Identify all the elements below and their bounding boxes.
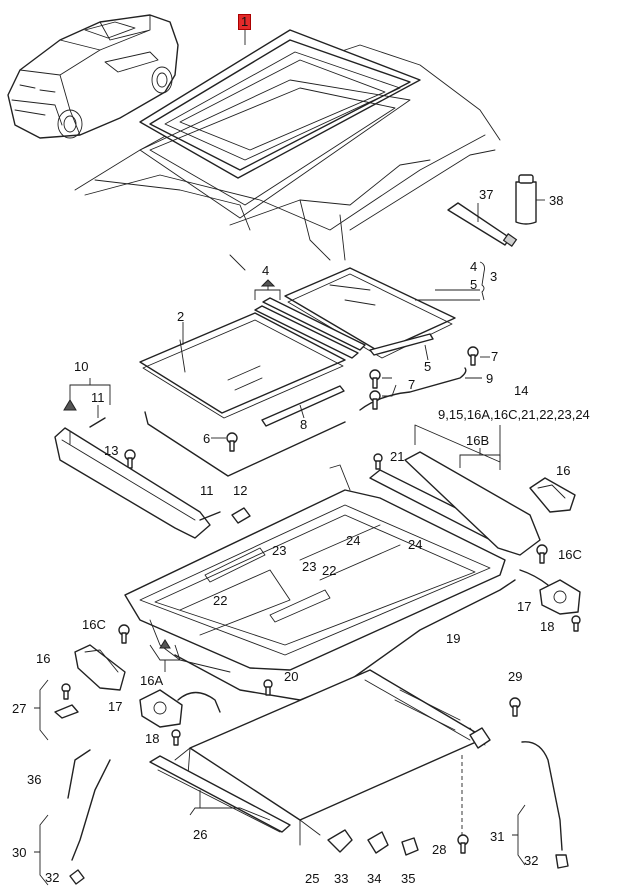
callout-4b: 4 [470, 259, 478, 274]
callout-31: 31 [490, 829, 505, 844]
callout-29: 29 [508, 669, 523, 684]
callout-32a: 32 [45, 870, 60, 885]
callout-21: 21 [390, 449, 405, 464]
callout-17a: 17 [108, 699, 123, 714]
callout-28: 28 [432, 842, 447, 857]
callout-1: 1 [238, 14, 252, 30]
screws [124, 346, 479, 470]
callout-7a: 7 [491, 349, 499, 364]
callout-25: 25 [305, 871, 320, 886]
callout-20: 20 [284, 669, 299, 684]
part-37-grease-tube [447, 202, 518, 247]
callout-14-list: 9,15,16A,16C,21,22,23,24 [438, 407, 590, 422]
part-27-clip [54, 704, 79, 719]
callout-11a: 11 [91, 390, 105, 405]
part-17-motor-left [139, 689, 221, 728]
callout-19: 19 [446, 631, 461, 646]
part-14-sunroof-frame [124, 424, 506, 673]
callout-16B: 16B [466, 433, 490, 448]
callout-10: 10 [74, 359, 89, 374]
callout-24b: 24 [408, 537, 423, 552]
callout-30: 30 [12, 845, 27, 860]
callout-16A: 16A [140, 673, 164, 688]
part-12-clip [231, 507, 251, 524]
part-8-strip [261, 385, 345, 427]
callout-13: 13 [104, 443, 119, 458]
callout-5a: 5 [470, 277, 478, 292]
screws-lower [118, 544, 581, 854]
callout-14: 14 [514, 383, 529, 398]
callout-17b: 17 [517, 599, 532, 614]
callout-38: 38 [549, 193, 564, 208]
part-32-valve-left [69, 869, 85, 885]
part-30-drain-hose [71, 759, 111, 861]
callout-12: 12 [233, 483, 248, 498]
callout-16C-right: 16C [558, 547, 582, 562]
callout-9: 9 [486, 371, 494, 386]
callout-18b: 18 [540, 619, 555, 634]
part-36-hose [67, 749, 91, 799]
part-11-pin-lower [199, 511, 221, 521]
callout-7b: 7 [408, 377, 416, 392]
part-31-drain-hose-right [521, 741, 563, 851]
part-10-wind-deflector [54, 378, 211, 539]
callout-4a: 4 [262, 263, 270, 278]
vehicle-thumbnail [7, 14, 179, 139]
callout-33: 33 [334, 871, 349, 886]
callout-8: 8 [300, 417, 308, 432]
callout-35: 35 [401, 871, 416, 886]
callout-2: 2 [177, 309, 185, 324]
part-1-frame-seal [139, 29, 421, 219]
callout-16a: 16 [556, 463, 571, 478]
part-32-valve-right [555, 854, 569, 869]
part-38-bottle [515, 174, 545, 225]
callout-32b: 32 [524, 853, 539, 868]
part-27-screw [61, 683, 71, 700]
lower-seal-line [144, 411, 346, 477]
part-4-seals [254, 279, 366, 359]
callout-6: 6 [203, 431, 211, 446]
callout-22b: 22 [322, 563, 337, 578]
part-16B-guide-rails [369, 448, 541, 556]
callout-26: 26 [193, 827, 208, 842]
callout-34: 34 [367, 871, 382, 886]
part-5-strip [369, 333, 434, 356]
callout-16C-left: 16C [82, 617, 106, 632]
callout-22a: 22 [213, 593, 228, 608]
callout-11b: 11 [200, 483, 214, 498]
part-16-drive-unit-right [529, 477, 576, 513]
part-2-front-glass-panel [139, 312, 346, 419]
part-16-drive-unit-left [74, 644, 126, 691]
callout-5b: 5 [424, 359, 432, 374]
callout-23b: 23 [302, 559, 317, 574]
parts-33-35-clips [327, 829, 419, 856]
callout-3: 3 [490, 269, 498, 284]
callout-24a: 24 [346, 533, 361, 548]
callout-18a: 18 [145, 731, 160, 746]
part-26-rail [149, 755, 291, 833]
callout-37: 37 [479, 187, 494, 202]
part-11-pin [89, 417, 106, 428]
callout-36: 36 [27, 772, 42, 787]
callout-16b: 16 [36, 651, 51, 666]
part-17-motor-right [519, 569, 581, 615]
callout-23a: 23 [272, 543, 287, 558]
part-25-roller-blind [174, 669, 491, 846]
callout-27: 27 [12, 701, 27, 716]
